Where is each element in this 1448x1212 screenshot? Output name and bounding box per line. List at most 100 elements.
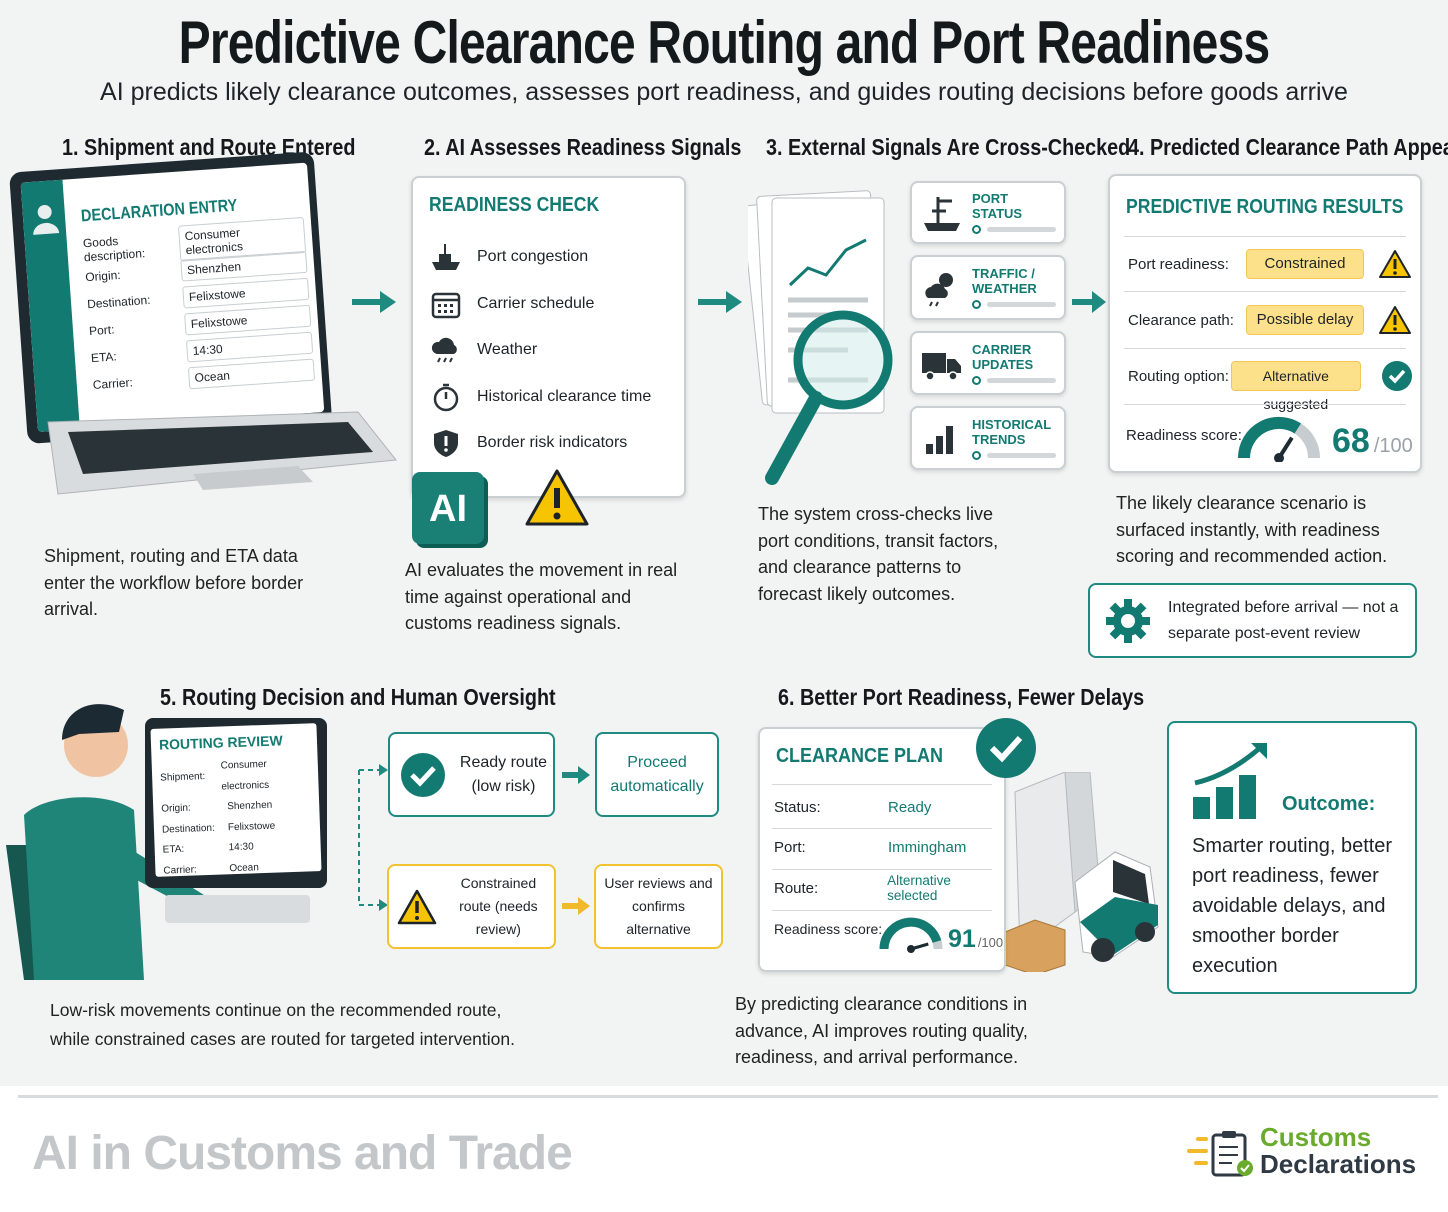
weather-icon: [925, 272, 953, 306]
row-label: Clearance path:: [1128, 311, 1234, 329]
footer: [0, 1086, 1448, 1212]
warning-icon: [1379, 306, 1411, 334]
arrow-right-icon: [562, 897, 590, 915]
cloud-rain-icon: [431, 338, 457, 363]
outcome-title: Outcome:: [1282, 793, 1376, 815]
signal-traffic-weather: TRAFFIC / WEATHER: [910, 255, 1066, 320]
gear-icon: [1104, 596, 1152, 645]
step2-caption: AI evaluates the movement in real time a…: [405, 560, 678, 633]
card-title: READINESS CHECK: [429, 194, 600, 216]
clearance-path-badge: Possible delay: [1246, 305, 1364, 335]
monitor: ROUTING REVIEW Shipment:Consumer electro…: [145, 718, 327, 888]
keyboard-icon: [47, 411, 397, 495]
form-title: DECLARATION ENTRY: [80, 195, 238, 226]
ship-icon: [432, 244, 460, 271]
row-label: Routing option:: [1128, 367, 1229, 385]
field-value: Felixstowe: [227, 820, 276, 833]
readiness-item: Border risk indicators: [477, 434, 628, 452]
readiness-score-value: 91: [948, 925, 976, 953]
field-label: Port:: [88, 321, 115, 338]
gauge-icon: [1237, 416, 1320, 462]
growth-chart-icon: [1193, 743, 1267, 819]
field-label: Destination:: [161, 822, 215, 836]
warning-icon: [1379, 250, 1411, 278]
route-value: Alternative selected: [887, 873, 951, 903]
arrow-right-icon: [352, 291, 396, 313]
field-label: Carrier:: [92, 374, 134, 392]
logo-line2: Declarations: [1260, 1149, 1417, 1179]
readiness-item: Carrier schedule: [477, 294, 595, 312]
stopwatch-icon: [433, 383, 459, 411]
routing-option-badge: Alternative suggested: [1231, 361, 1361, 412]
readiness-item: Historical clearance time: [477, 387, 652, 405]
proceed-automatically-box: Proceed automatically: [595, 732, 719, 817]
check-circle-icon: [1381, 361, 1412, 391]
field-label: Destination:: [86, 292, 151, 311]
score-max: /100: [1373, 435, 1413, 457]
score-max: /100: [977, 935, 1004, 950]
flow-connector: [358, 764, 388, 911]
integrated-note: Integrated before arrival — not a separa…: [1088, 583, 1417, 658]
step6-caption: By predicting clearance conditions in ad…: [735, 994, 1028, 1067]
user-icon: [33, 204, 60, 235]
readiness-check-card: READINESS CHECK Port congestion Carrier …: [411, 176, 686, 498]
desk-keyboard: [165, 895, 310, 923]
ai-cube-icon: AI: [408, 468, 488, 548]
port-readiness-badge: Constrained: [1246, 249, 1364, 279]
field-label: Carrier:: [163, 863, 197, 877]
declaration-screen: DECLARATION ENTRY Goods description:Cons…: [20, 162, 325, 433]
screen-title: ROUTING REVIEW: [158, 732, 283, 753]
step6-heading: 6. Better Port Readiness, Fewer Delays: [778, 684, 1145, 710]
page-title: Predictive Clearance Routing and Port Re…: [178, 9, 1271, 76]
truck-icon: [922, 353, 961, 381]
bar-chart-icon: [926, 426, 953, 454]
step5-caption: Low-risk movements continue on the recom…: [50, 1000, 515, 1049]
calendar-icon: [431, 292, 461, 318]
field-label: Origin:: [161, 802, 191, 815]
constrained-route-box: Constrained route (needs review): [387, 864, 556, 949]
predictive-routing-results-card: PREDICTIVE ROUTING RESULTS Port readines…: [1108, 174, 1422, 473]
check-circle-icon: [976, 718, 1036, 778]
laptop: DECLARATION ENTRY Goods description:Cons…: [9, 151, 398, 495]
signal-historical-trends: HISTORICAL TRENDS: [910, 406, 1066, 470]
readiness-item: Port congestion: [477, 248, 589, 266]
gauge-icon: [879, 917, 943, 953]
readiness-item: Weather: [477, 341, 538, 359]
integrated-note-text: Integrated before arrival — not a separa…: [1168, 598, 1399, 642]
step4-caption: The likely clearance scenario is surface…: [1116, 493, 1388, 566]
card-title: PREDICTIVE ROUTING RESULTS: [1126, 196, 1404, 218]
field-label: ETA:: [162, 843, 185, 856]
field-value: 14:30: [228, 841, 254, 854]
step3-heading: 3. External Signals Are Cross-Checked: [766, 134, 1131, 160]
port-crane-icon: [924, 196, 960, 231]
logo-line1: Customs: [1260, 1122, 1372, 1152]
row-label: Port:: [774, 838, 806, 856]
series-title: AI in Customs and Trade: [32, 1127, 573, 1180]
port-value: Immingham: [888, 838, 967, 856]
truck-illustration: [1005, 772, 1159, 972]
outcome-box: Outcome: Smarter routing, better port re…: [1167, 721, 1417, 994]
signal-label: TRAFFIC / WEATHER: [972, 266, 1037, 296]
user-reviews-box: User reviews and confirms alternative: [594, 864, 723, 949]
step5-heading: 5. Routing Decision and Human Oversight: [160, 684, 556, 710]
step3-caption: The system cross-checks live port condit…: [758, 504, 999, 604]
score-label: Readiness score:: [1126, 427, 1242, 444]
documents-magnifier-icon: [748, 190, 893, 485]
clearance-plan-card: CLEARANCE PLAN Status:Ready Port:Immingh…: [758, 727, 1006, 972]
field-value: Ocean: [229, 861, 260, 874]
constrained-route-label: Constrained route (needs review): [459, 875, 538, 937]
footer-divider: [18, 1095, 1438, 1098]
page-subtitle: AI predicts likely clearance outcomes, a…: [100, 78, 1348, 106]
outcome-text: Smarter routing, better port readiness, …: [1192, 835, 1393, 977]
arrow-right-icon: [698, 291, 742, 313]
field-value: Consumer electronics: [220, 758, 270, 792]
status-value: Ready: [888, 798, 932, 816]
routing-review-screen: ROUTING REVIEW Shipment:Consumer electro…: [150, 723, 322, 877]
shield-alert-icon: [434, 430, 458, 458]
signal-label: HISTORICAL TRENDS: [972, 416, 1051, 447]
score-label: Readiness score:: [774, 921, 883, 937]
clipboard-logo-icon: [1187, 1131, 1253, 1177]
step4-heading: 4. Predicted Clearance Path Appears: [1128, 134, 1448, 160]
carrier-input[interactable]: Ocean: [187, 358, 316, 389]
